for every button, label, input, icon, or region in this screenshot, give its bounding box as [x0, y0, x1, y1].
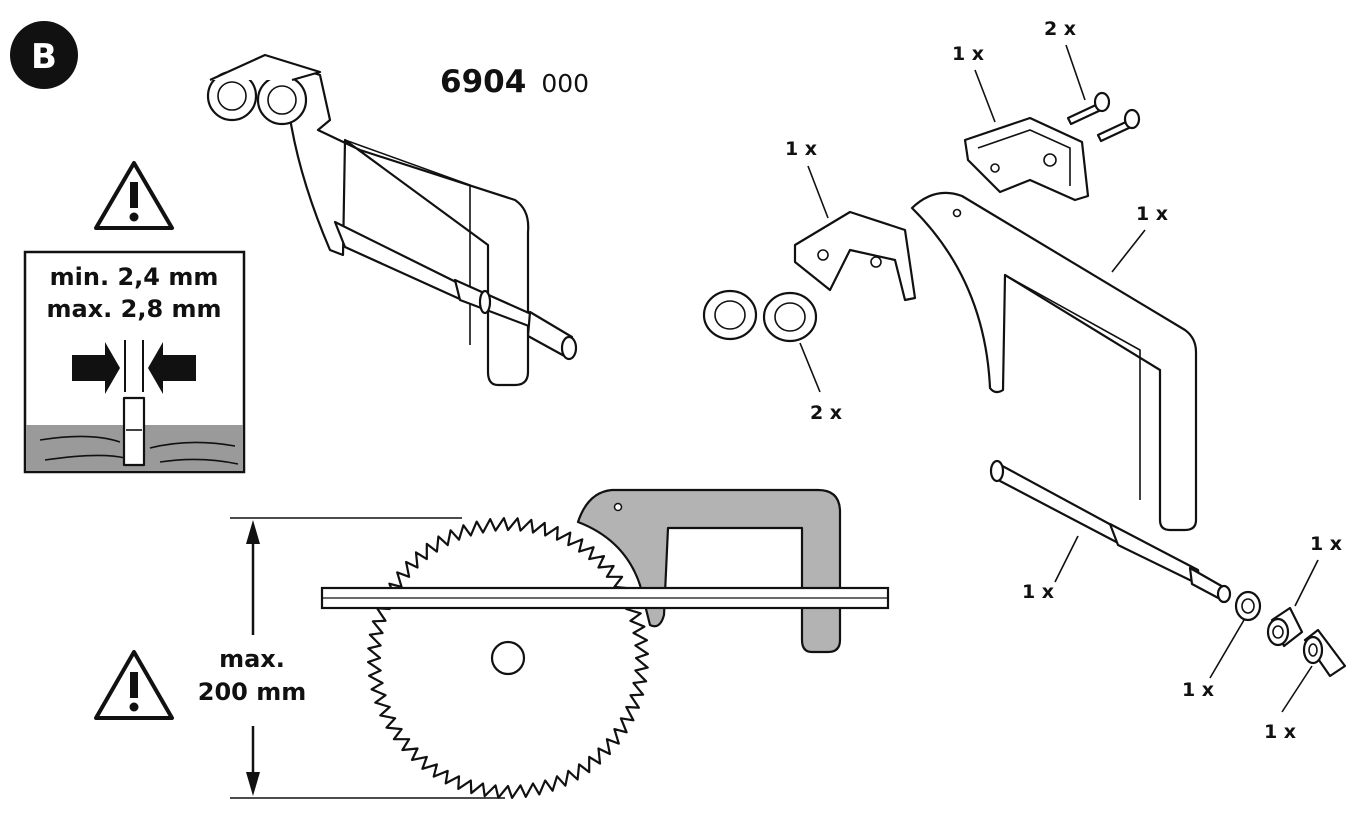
step-badge-label: B — [31, 37, 57, 77]
screws — [1066, 91, 1141, 143]
qty-screws: 2 x — [1044, 18, 1076, 40]
part-number-main: 6904 — [440, 64, 526, 100]
assembled-riving-knife — [206, 53, 578, 387]
qty-sleeve: 1 x — [1264, 721, 1296, 743]
warning-triangle-icon — [94, 650, 174, 720]
qty-washer: 1 x — [1182, 679, 1214, 701]
part-number: 6904 000 — [440, 64, 589, 100]
saw-blade — [367, 516, 650, 800]
exploded-parts — [702, 91, 1347, 678]
qty-riving-knife: 1 x — [1136, 203, 1168, 225]
max-cut-line2: 200 mm — [198, 678, 306, 706]
compression-arrows-icon — [72, 340, 196, 394]
shaft — [989, 459, 1232, 604]
blade-thickness-box: min. 2,4 mm max. 2,8 mm — [23, 250, 246, 474]
bushings — [702, 289, 818, 343]
thickness-max: max. 2,8 mm — [46, 295, 221, 323]
qty-spacer: 1 x — [1310, 533, 1342, 555]
riving-knife-plate — [910, 191, 1198, 532]
max-cut-dimension: max. 200 mm — [198, 517, 505, 799]
angle-bracket — [793, 210, 917, 302]
thickness-min: min. 2,4 mm — [50, 263, 219, 291]
saw-blade-assembly — [320, 488, 890, 800]
washer — [1234, 590, 1262, 622]
qty-angle-bracket: 1 x — [785, 138, 817, 160]
qty-shaft: 1 x — [1022, 581, 1054, 603]
quantity-labels: 1 x 2 x 1 x 1 x 2 x 1 x 1 x 1 x 1 x — [785, 18, 1342, 743]
qty-bushings: 2 x — [810, 402, 842, 424]
qty-top-bracket: 1 x — [952, 43, 984, 65]
max-cut-line1: max. — [219, 645, 285, 673]
leader-lines — [799, 44, 1319, 713]
step-badge: B — [10, 21, 78, 89]
top-bracket — [963, 116, 1090, 202]
dimension-arrow-icon — [246, 520, 260, 796]
sleeve — [1302, 628, 1347, 678]
warning-triangle-icon — [94, 161, 174, 230]
spacer — [1266, 606, 1304, 648]
part-number-suffix: 000 — [541, 69, 589, 98]
